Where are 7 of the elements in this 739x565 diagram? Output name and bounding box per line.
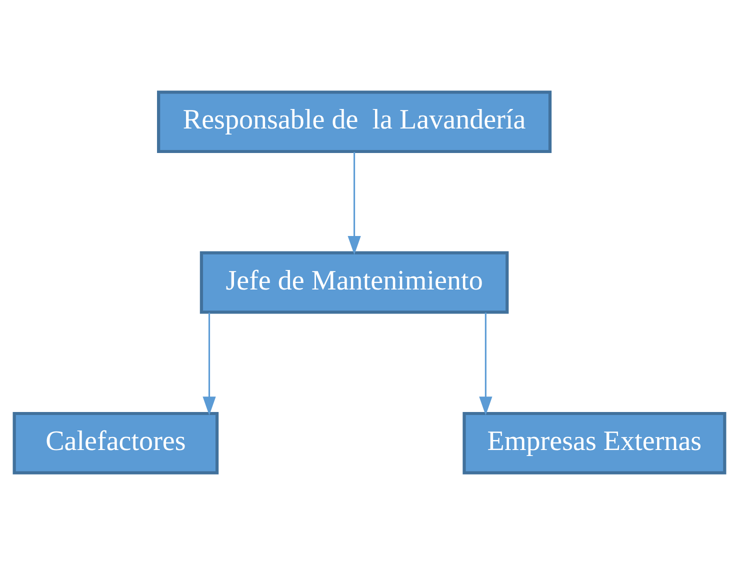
arrow [479,312,492,416]
node-box: Responsable de la Lavandería [157,90,552,154]
node-box: Calefactores [12,412,219,474]
arrow [202,312,216,416]
node-box: Jefe de Mantenimiento [200,251,509,314]
node-box: Empresas Externas [462,412,726,474]
arrow [348,152,361,255]
